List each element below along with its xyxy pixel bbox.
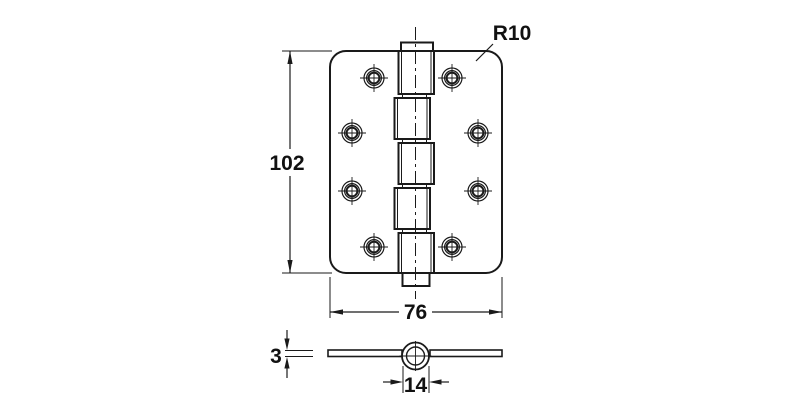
arrow-up-icon — [287, 51, 293, 64]
screw-hole — [360, 64, 388, 92]
knuckle-dimension-label: 14 — [404, 374, 428, 397]
hinge-barrel — [393, 41, 435, 287]
screw-hole — [464, 119, 492, 147]
knuckle-segment — [397, 50, 435, 95]
arrow-right-icon — [390, 379, 403, 385]
screw-hole — [438, 233, 466, 261]
height-dimension: 102 — [269, 50, 332, 274]
screw-holes — [338, 64, 492, 261]
corner-radius-label: R10 — [493, 22, 532, 45]
arrow-down-icon — [284, 338, 290, 350]
screw-hole — [338, 119, 366, 147]
arrow-up-icon — [284, 357, 290, 369]
side-view-right-leaf — [429, 349, 503, 358]
knuckle-dimension: 14 — [383, 366, 449, 397]
front-view: 102 76 — [269, 22, 531, 324]
radius-callout: R10 — [475, 22, 532, 62]
knuckle-segment — [397, 142, 435, 185]
screw-hole — [360, 233, 388, 261]
knuckle-segment — [393, 187, 431, 230]
thickness-dimension-label: 3 — [270, 345, 282, 368]
side-view: 3 14 — [270, 330, 503, 397]
screw-hole — [438, 64, 466, 92]
width-dimension-label: 76 — [404, 301, 427, 324]
height-dimension-label: 102 — [269, 152, 304, 175]
knuckle-segment — [393, 97, 431, 140]
radius-leader-line — [475, 43, 494, 62]
arrow-right-icon — [489, 309, 502, 315]
side-view-barrel — [399, 341, 432, 371]
screw-hole — [338, 177, 366, 205]
thickness-dimension: 3 — [270, 330, 313, 378]
arrow-down-icon — [287, 260, 293, 273]
width-dimension: 76 — [329, 277, 503, 324]
knuckle-segment — [397, 232, 435, 274]
side-view-left-leaf — [327, 349, 403, 358]
arrow-left-icon — [330, 309, 343, 315]
screw-hole — [464, 177, 492, 205]
arrow-left-icon — [429, 379, 442, 385]
